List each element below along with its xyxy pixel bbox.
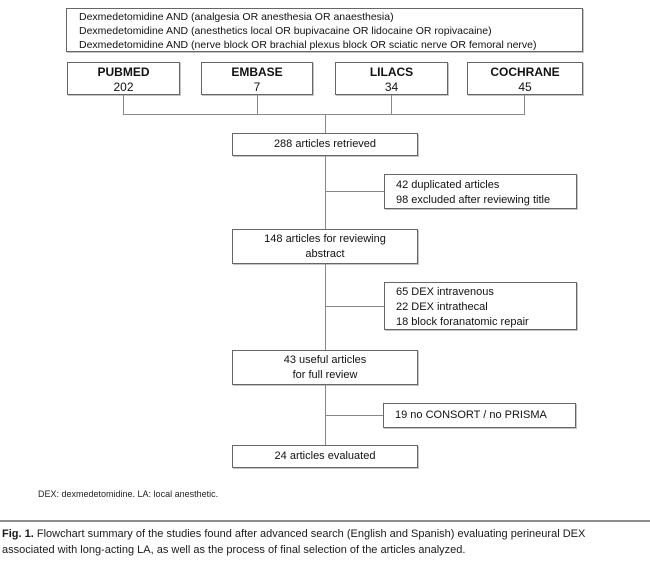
database-name: COCHRANE (490, 65, 560, 79)
exclusion-box-dex-routes: 65 DEX intravenous 22 DEX intrathecal 18… (384, 282, 577, 330)
database-count: 7 (253, 80, 261, 94)
connector-main-2 (325, 264, 326, 350)
node-articles-retrieved: 288 articles retrieved (232, 133, 418, 156)
figure-caption-label: Fig. 1. (2, 528, 34, 540)
connector-collector-line (123, 114, 525, 115)
connector-collector-drop (325, 114, 326, 133)
connector-lilacs-stub (391, 95, 392, 114)
exclusion-box-no-consort: 19 no CONSORT / no PRISMA (383, 403, 576, 428)
connector-embase-stub (257, 95, 258, 114)
node-text: 288 articles retrieved (273, 138, 377, 150)
connector-pubmed-stub (123, 95, 124, 114)
database-count: 34 (384, 80, 399, 94)
database-box-lilacs: LILACS 34 (335, 62, 448, 95)
caption-divider (0, 520, 650, 522)
database-box-embase: EMBASE 7 (201, 62, 313, 95)
figure-caption-line1: Fig. 1. Flowchart summary of the studies… (2, 527, 648, 543)
connector-branch-dex-routes (325, 306, 384, 307)
database-count: 202 (113, 80, 134, 94)
database-box-pubmed: PUBMED 202 (67, 62, 180, 95)
database-name: EMBASE (231, 65, 283, 79)
node-articles-evaluated: 24 articles evaluated (232, 445, 418, 468)
connector-branch-no-consort (325, 415, 383, 416)
database-name: LILACS (369, 65, 414, 79)
figure-caption-text1: Flowchart summary of the studies found a… (36, 528, 586, 540)
footnote-abbreviations: DEX: dexmedetomidine. LA: local anesthet… (38, 489, 219, 499)
node-text: 24 articles evaluated (274, 450, 376, 462)
exclusion-box-duplicates: 42 duplicated articles 98 excluded after… (384, 174, 577, 209)
database-count: 45 (518, 80, 532, 94)
figure-caption-line2: associated with long-acting LA, as well … (2, 543, 466, 556)
node-full-review: 43 useful articles for full review (232, 350, 418, 385)
figure-caption: Fig. 1. Flowchart summary of the studies… (2, 527, 648, 558)
node-reviewing-abstract: 148 articles for reviewing abstract (232, 229, 418, 264)
connector-branch-duplicates (325, 191, 384, 192)
connector-main-1 (325, 156, 326, 229)
search-query-box: Dexmedetomidine AND (analgesia OR anesth… (66, 8, 583, 52)
database-name: PUBMED (97, 65, 150, 79)
database-box-cochrane: COCHRANE 45 (467, 62, 583, 95)
search-query-text: Dexmedetomidine AND (analgesia OR anesth… (79, 11, 537, 51)
connector-cochrane-stub (524, 95, 525, 114)
